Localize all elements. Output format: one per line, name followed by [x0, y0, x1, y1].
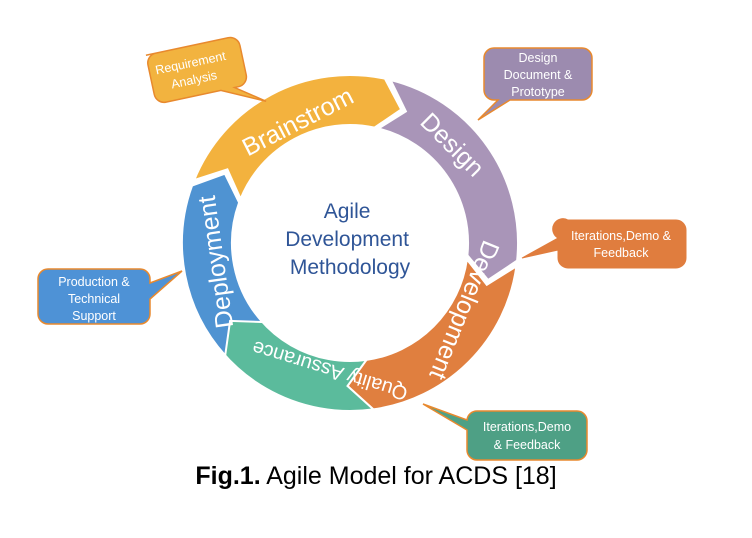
callout-requirement-analysis: RequirementAnalysis — [145, 36, 267, 104]
callout-iterations-qa: Iterations,Demo& Feedback — [422, 403, 588, 461]
svg-text:Iterations,Demo &Feedback: Iterations,Demo &Feedback — [571, 229, 672, 260]
svg-text:Iterations,Demo& Feedback: Iterations,Demo& Feedback — [483, 420, 571, 452]
caption-label: Fig.1. — [195, 462, 261, 490]
figure-caption: Fig.1. Agile Model for ACDS [18] — [0, 462, 752, 491]
phase-segment-brainstorm — [192, 74, 403, 202]
caption-text: Agile Model for ACDS [18] — [260, 462, 557, 490]
phase-segment-design — [375, 78, 519, 282]
phase-segment-deployment — [181, 172, 265, 358]
center-title: Agile Development Methodology — [285, 200, 415, 279]
callout-iterations-development: Iterations,Demo &Feedback — [521, 218, 687, 269]
